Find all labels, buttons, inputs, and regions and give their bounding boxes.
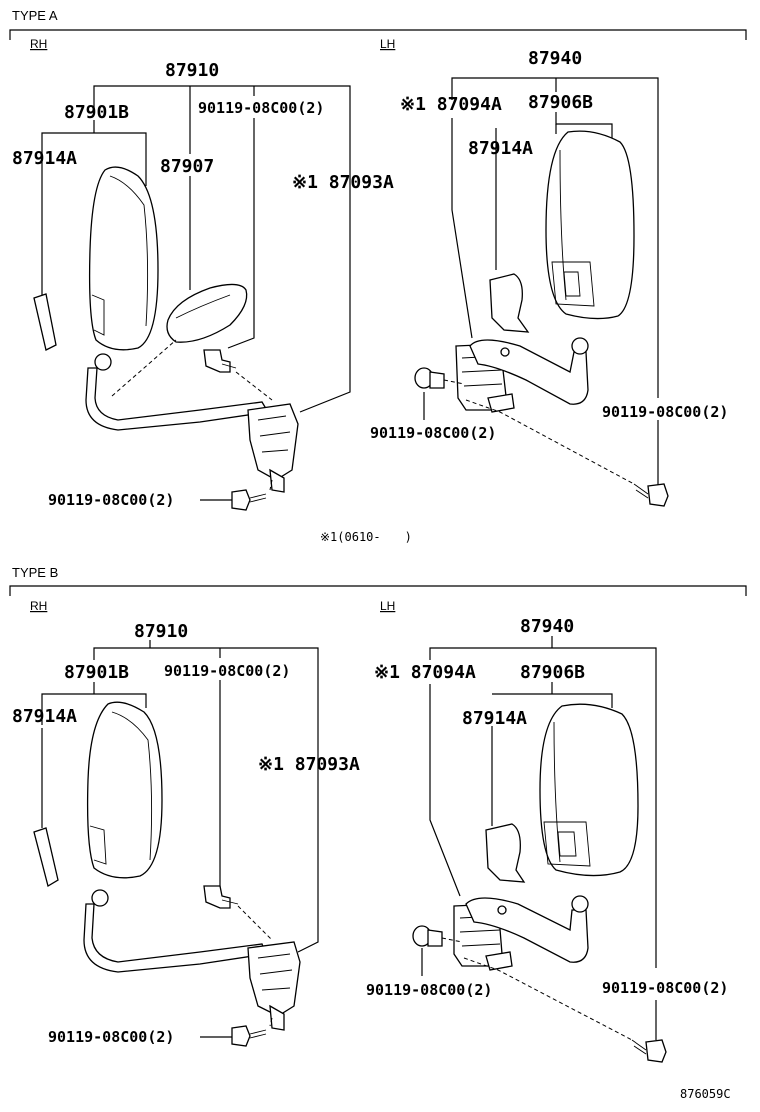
- lh-stay-drawing-b: [453, 895, 589, 971]
- section-title-type-a: TYPE A: [12, 8, 58, 23]
- rh-stay-drawing-a: [85, 353, 299, 493]
- rh-cap-drawing-a: [166, 283, 248, 343]
- lh-mirror-label-a: 87906B: [528, 92, 593, 113]
- rh-bolt-upper-label-b: 90119-08C00(2): [164, 662, 290, 680]
- section-title-type-b: TYPE B: [12, 565, 58, 580]
- lh-stay-label-a: ※1 87094A: [400, 94, 502, 115]
- section-type-a: TYPE A RH LH 87910 87901B 87914A 87907 9…: [9, 8, 747, 544]
- lh-bolt-right-drawing-a: [633, 483, 669, 507]
- rh-bolt-upper-label-a: 90119-08C00(2): [198, 99, 324, 117]
- lh-bolt-right-label-a: 90119-08C00(2): [602, 403, 728, 421]
- lh-assy-label-b: 87940: [520, 616, 574, 637]
- diagram-code: 876059C: [680, 1087, 731, 1101]
- rh-leaders-b: [41, 640, 319, 1038]
- rh-assembly-guides-b: [237, 905, 273, 1027]
- rh-label-b: RH: [30, 599, 47, 613]
- rh-mirror-label-a: 87901B: [64, 102, 129, 123]
- rh-bolt-lower-drawing-a: [231, 489, 267, 511]
- lh-label-a: LH: [380, 37, 395, 51]
- lh-cover-label-a: 87914A: [468, 138, 533, 159]
- section-bracket-a: [9, 29, 747, 40]
- rh-cover-drawing-b: [33, 827, 59, 888]
- rh-cover-label-b: 87914A: [12, 706, 77, 727]
- rh-stay-label-b: ※1 87093A: [258, 754, 360, 775]
- lh-stay-drawing-a: [455, 337, 589, 413]
- lh-mirror-label-b: 87906B: [520, 662, 585, 683]
- rh-mirror-drawing-a: [88, 166, 159, 351]
- lh-bolt-left-label-b: 90119-08C00(2): [366, 981, 492, 999]
- lh-mirror-drawing-a: [545, 130, 635, 320]
- lh-cover-label-b: 87914A: [462, 708, 527, 729]
- lh-bolt-right-label-b: 90119-08C00(2): [602, 979, 728, 997]
- rh-bolt-lower-drawing-b: [231, 1025, 267, 1047]
- rh-assy-label-b: 87910: [134, 621, 188, 642]
- lh-bolt-left-drawing-a: [414, 367, 445, 389]
- rh-cap-label-a: 87907: [160, 156, 214, 177]
- rh-mirror-drawing-b: [86, 701, 163, 879]
- rh-bolt-lower-label-a: 90119-08C00(2): [48, 491, 174, 509]
- rh-stay-label-a: ※1 87093A: [292, 172, 394, 193]
- rh-label-a: RH: [30, 37, 47, 51]
- lh-assembly-guides-b: [441, 937, 633, 1041]
- rh-cover-drawing-a: [33, 293, 57, 351]
- rh-assy-label-a: 87910: [165, 60, 219, 81]
- lh-cover-drawing-a: [489, 273, 530, 333]
- serial-note: ※1(0610- ): [320, 530, 412, 544]
- rh-assembly-guides-a: [111, 339, 273, 491]
- rh-stay-drawing-b: [83, 889, 301, 1031]
- lh-leaders-a: [423, 77, 659, 486]
- lh-label-b: LH: [380, 599, 395, 613]
- rh-bolt-upper-drawing-b: [203, 885, 239, 909]
- rh-leaders-a: [41, 85, 351, 501]
- lh-mirror-drawing-b: [539, 703, 639, 877]
- lh-assy-label-a: 87940: [528, 48, 582, 69]
- rh-mirror-label-b: 87901B: [64, 662, 129, 683]
- lh-cover-drawing-b: [485, 823, 526, 883]
- section-type-b: TYPE B RH LH 87910 87901B 87914A 90119-0…: [9, 565, 747, 1063]
- lh-assembly-guides-a: [443, 379, 635, 485]
- lh-leaders-b: [421, 636, 657, 1040]
- section-bracket-b: [9, 585, 747, 596]
- lh-bolt-left-label-a: 90119-08C00(2): [370, 424, 496, 442]
- lh-bolt-left-drawing-b: [412, 925, 443, 947]
- rh-bolt-lower-label-b: 90119-08C00(2): [48, 1028, 174, 1046]
- lh-bolt-right-drawing-b: [631, 1039, 667, 1063]
- rh-cover-label-a: 87914A: [12, 148, 77, 169]
- lh-stay-label-b: ※1 87094A: [374, 662, 476, 683]
- rh-bolt-upper-drawing-a: [203, 349, 237, 373]
